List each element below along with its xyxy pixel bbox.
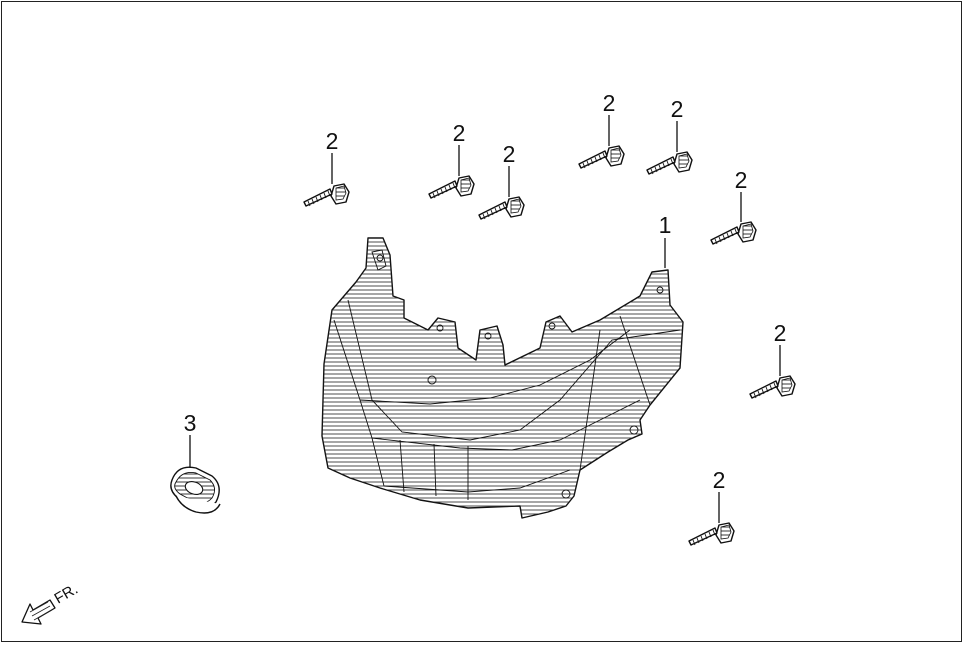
screw-c xyxy=(478,196,525,220)
screw-a xyxy=(303,183,350,207)
front-direction-arrow-icon xyxy=(21,599,56,625)
leader-lines xyxy=(189,115,781,523)
headlight-assembly xyxy=(321,237,684,519)
callout-2-screw: 2 xyxy=(453,120,466,146)
callout-2-screw: 2 xyxy=(671,96,684,122)
screw-g xyxy=(749,375,796,399)
callout-2-screw: 2 xyxy=(326,128,339,154)
callout-2-screw: 2 xyxy=(503,141,516,167)
callout-1-headlight: 1 xyxy=(659,212,672,238)
front-direction-label: FR. xyxy=(52,581,81,608)
screw-e xyxy=(646,151,693,175)
screw-b xyxy=(428,175,475,199)
callout-3-grommet: 3 xyxy=(184,410,197,436)
callout-2-screw: 2 xyxy=(774,320,787,346)
screw-d xyxy=(578,145,625,169)
grommet xyxy=(170,466,221,514)
callout-2-screw: 2 xyxy=(735,167,748,193)
screw-h xyxy=(688,522,735,546)
callout-2-screw: 2 xyxy=(603,90,616,116)
callout-2-screw: 2 xyxy=(713,467,726,493)
screw-f xyxy=(710,221,757,245)
